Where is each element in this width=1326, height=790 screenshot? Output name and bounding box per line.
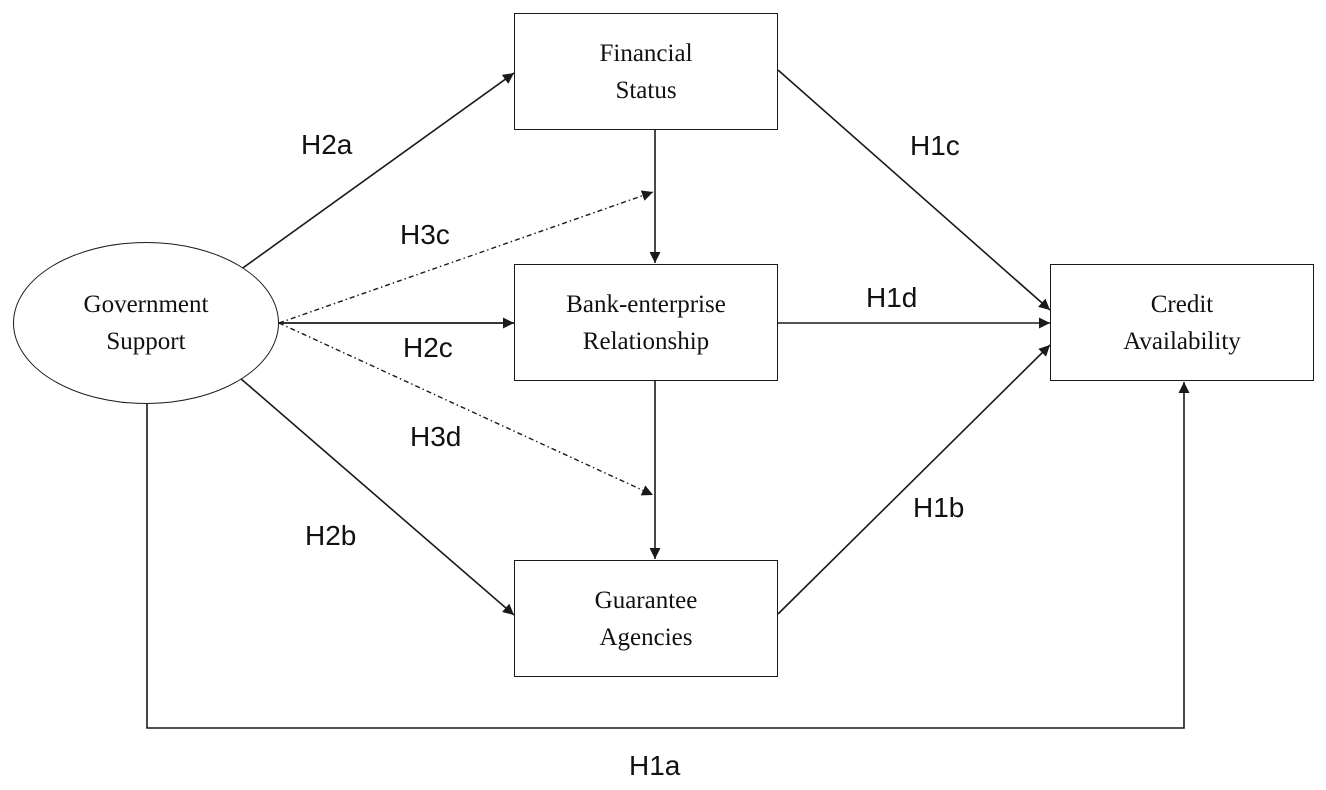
node-guarantee-agencies-line-2: Agencies <box>599 623 693 651</box>
node-guarantee-agencies: Guarantee Agencies <box>514 560 778 677</box>
node-government-support-line-1: Government <box>83 291 209 318</box>
label-h1b: H1b <box>913 492 965 523</box>
label-h1a: H1a <box>629 750 681 781</box>
label-h2b: H2b <box>305 520 357 551</box>
label-h3c: H3c <box>400 219 450 250</box>
arrow-h2a <box>239 72 515 271</box>
label-h2a: H2a <box>301 129 353 160</box>
node-financial-status-line-1: Financial <box>599 39 693 67</box>
node-bank-enterprise-relationship: Bank-enterprise Relationship <box>514 264 778 381</box>
label-h2c: H2c <box>403 332 453 363</box>
label-h1c: H1c <box>910 130 960 161</box>
arrow-h2b <box>239 377 515 616</box>
node-credit-availability-label: Credit Availability <box>1123 286 1241 360</box>
node-financial-status-label: Financial Status <box>599 35 692 109</box>
node-credit-availability-line-1: Credit <box>1150 290 1214 318</box>
node-credit-availability: Credit Availability <box>1050 264 1314 381</box>
node-financial-status: Financial Status <box>514 13 778 130</box>
node-financial-status-line-2: Status <box>615 76 677 104</box>
arrow-h1a <box>146 382 1190 729</box>
arrow-h1c <box>777 69 1051 311</box>
node-government-support-label: Government Support <box>84 286 209 360</box>
node-bank-enterprise-relationship-label: Bank-enterprise Relationship <box>566 286 726 360</box>
node-government-support: Government Support <box>13 242 279 404</box>
arrow-h3c <box>278 190 654 324</box>
node-credit-availability-line-2: Availability <box>1123 327 1241 355</box>
arrow-h1b <box>777 344 1051 615</box>
node-bank-enterprise-line-1: Bank-enterprise <box>566 290 726 318</box>
node-guarantee-agencies-label: Guarantee Agencies <box>595 582 698 656</box>
node-government-support-line-2: Support <box>106 328 186 355</box>
label-h3d: H3d <box>410 421 462 452</box>
label-h1d: H1d <box>866 282 918 313</box>
node-guarantee-agencies-line-1: Guarantee <box>594 586 698 614</box>
node-bank-enterprise-line-2: Relationship <box>582 327 710 355</box>
